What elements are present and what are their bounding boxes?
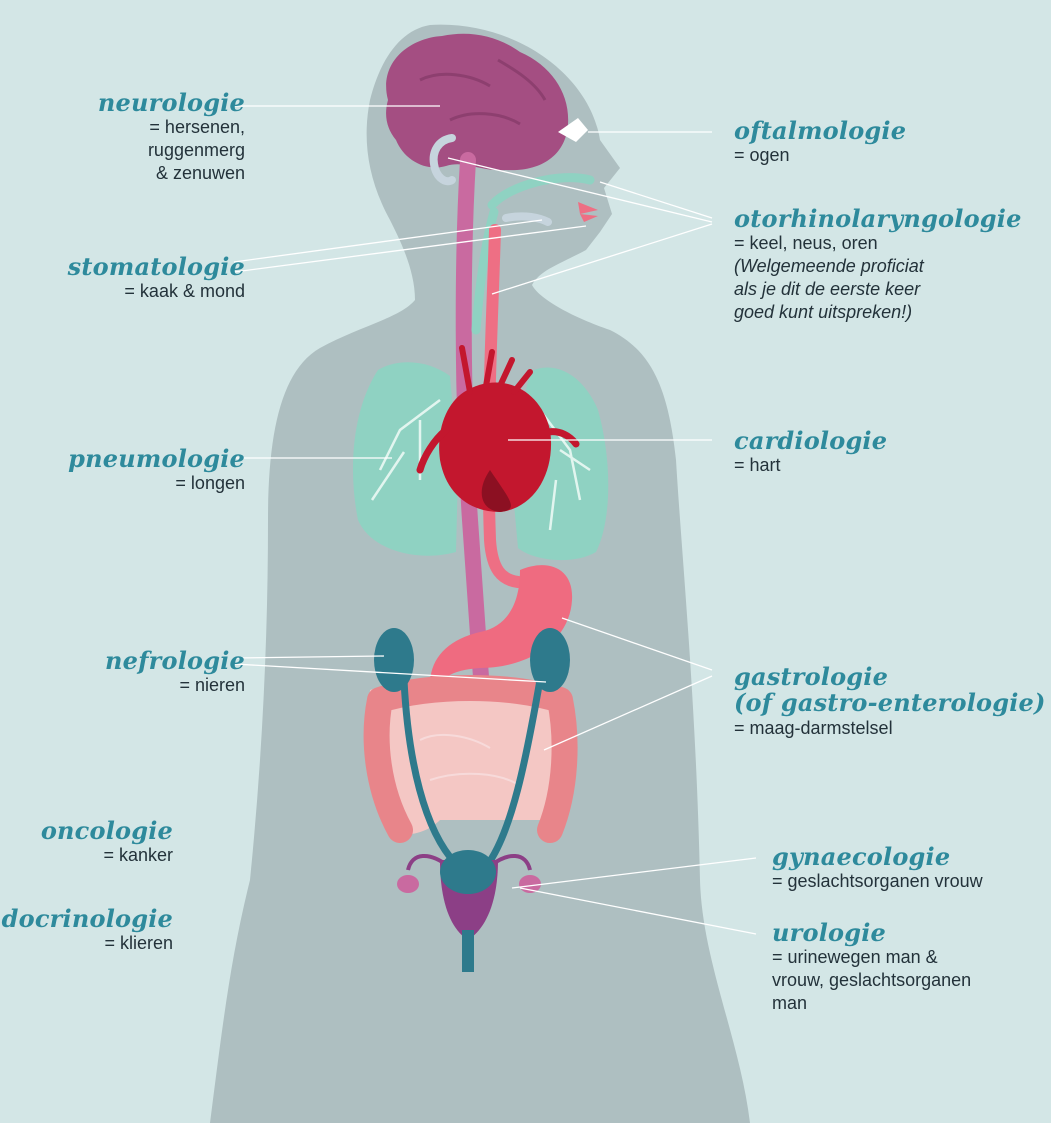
label-title: oncologie — [41, 818, 173, 844]
label-title: cardiologie — [734, 428, 887, 454]
label-note: goed kunt uitspreken!) — [734, 301, 1022, 324]
label-desc: = kaak & mond — [68, 280, 245, 303]
label-title: gynaecologie — [772, 844, 983, 870]
label-title: neurologie — [98, 90, 245, 116]
label-desc: ruggenmerg — [98, 139, 245, 162]
label-desc: = kanker — [41, 844, 173, 867]
label-title: nefrologie — [105, 648, 245, 674]
label-desc: = keel, neus, oren — [734, 232, 1022, 255]
label-otorhinolaryngologie: otorhinolaryngologie = keel, neus, oren … — [734, 206, 1022, 325]
label-title: urologie — [772, 920, 971, 946]
label-desc: vrouw, geslachtsorganen — [772, 969, 971, 992]
label-title: stomatologie — [68, 254, 245, 280]
label-cardiologie: cardiologie = hart — [734, 428, 887, 477]
label-desc: = ogen — [734, 144, 906, 167]
label-neurologie: neurologie = hersenen, ruggenmerg & zenu… — [98, 90, 245, 185]
brain — [386, 34, 568, 171]
label-desc: man — [772, 992, 971, 1015]
label-desc: = longen — [68, 472, 245, 495]
label-title: (of gastro-enterologie) — [734, 690, 1046, 716]
label-title: gastrologie — [734, 664, 1046, 690]
label-oncologie: oncologie = kanker — [41, 818, 173, 867]
label-gastrologie: gastrologie (of gastro-enterologie) = ma… — [734, 664, 1046, 740]
label-desc: = klieren — [0, 932, 173, 955]
intestines — [370, 683, 570, 835]
label-title: otorhinolaryngologie — [734, 206, 1022, 232]
label-title: endocrinologie — [0, 906, 173, 932]
label-note: (Welgemeende proficiat — [734, 255, 1022, 278]
label-desc: & zenuwen — [98, 162, 245, 185]
label-desc: = urinewegen man & — [772, 946, 971, 969]
label-desc: = maag-darmstelsel — [734, 717, 1046, 740]
label-note: als je dit de eerste keer — [734, 278, 1022, 301]
label-desc: = hersenen, — [98, 116, 245, 139]
label-urologie: urologie = urinewegen man & vrouw, gesla… — [772, 920, 971, 1015]
label-oftalmologie: oftalmologie = ogen — [734, 118, 906, 167]
label-stomatologie: stomatologie = kaak & mond — [68, 254, 245, 303]
label-nefrologie: nefrologie = nieren — [105, 648, 245, 697]
label-endocrinologie: endocrinologie = klieren — [0, 906, 173, 955]
label-gynaecologie: gynaecologie = geslachtsorganen vrouw — [772, 844, 983, 893]
label-title: oftalmologie — [734, 118, 906, 144]
label-desc: = hart — [734, 454, 887, 477]
label-desc: = geslachtsorganen vrouw — [772, 870, 983, 893]
label-title: pneumologie — [68, 446, 245, 472]
label-desc: = nieren — [105, 674, 245, 697]
label-pneumologie: pneumologie = longen — [68, 446, 245, 495]
